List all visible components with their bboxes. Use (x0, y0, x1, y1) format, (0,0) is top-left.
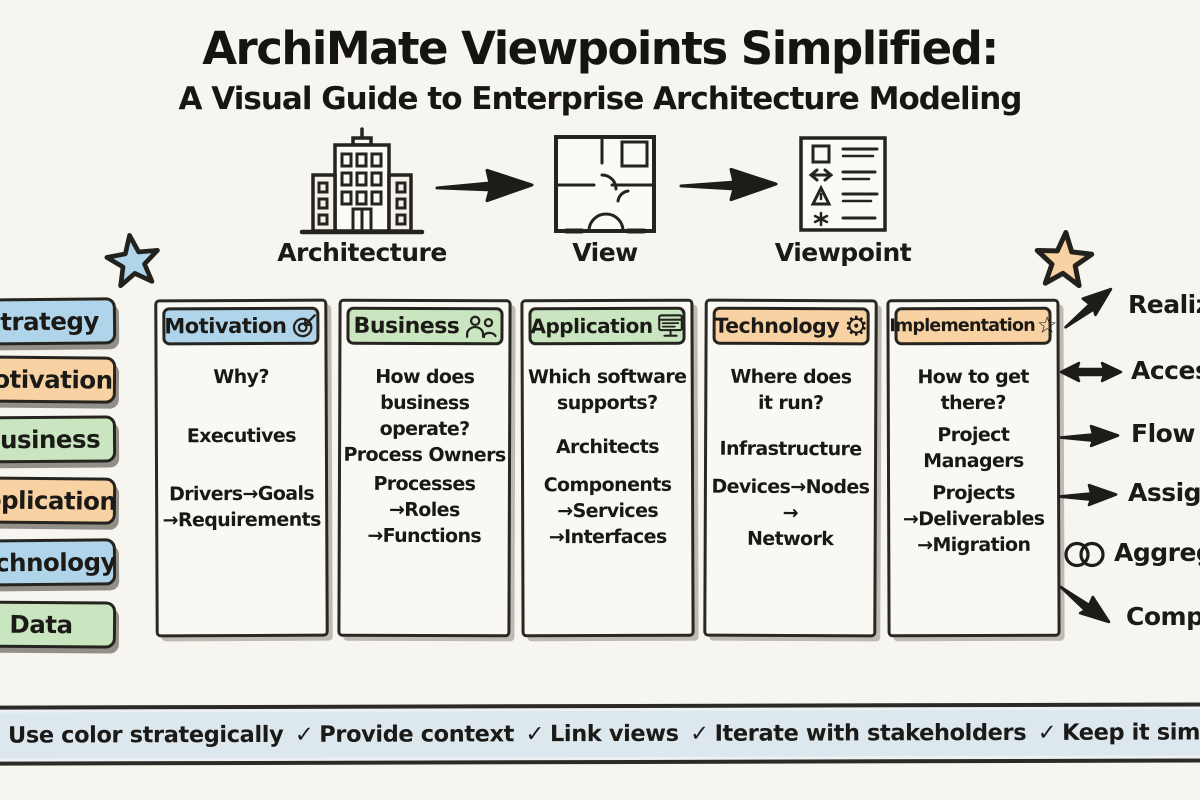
viewpoint-title: Technology (714, 313, 840, 339)
viewpoint-question: How to get there? (917, 365, 1029, 415)
viewpoint-column-motivation: Motivation Why? Executives Drivers→Goals… (154, 298, 329, 638)
arrow-down-right-icon (1059, 585, 1111, 624)
people-icon (464, 314, 497, 338)
page-title: ArchiMate Viewpoints Simplified: (202, 22, 999, 75)
viewpoint-column-application: Application Which software supports? Arc… (520, 298, 695, 638)
monitor-icon (658, 313, 684, 339)
gear-icon: ⚙ (844, 310, 868, 342)
flow-step-viewpoint-label: Viewpoint (774, 238, 912, 267)
relation-label-composition: Composition (1126, 602, 1200, 631)
flow-step-architecture-label: Architecture (277, 238, 447, 267)
viewpoint-stakeholders: Infrastructure (719, 437, 862, 461)
orange-star-icon (1034, 230, 1095, 289)
tip-use-color: Use color strategically (7, 721, 284, 749)
viewpoint-elements: Processes →Roles →Functions (367, 472, 482, 548)
viewpoint-column-implementation: Implementation ☆ How to get there? Proje… (886, 298, 1061, 638)
viewpoint-body: Why? Executives Drivers→Goals →Requireme… (157, 350, 325, 534)
viewpoint-header: Implementation ☆ (889, 306, 1057, 346)
viewpoint-elements: Projects →Deliverables →Migration (902, 481, 1045, 557)
viewpoint-header: Business (346, 306, 504, 346)
arrow-right-icon (679, 167, 778, 202)
viewpoint-question: Which software supports? (527, 365, 687, 415)
floorplan-icon (552, 133, 658, 235)
tip-iterate-stakeholders: ✓Iterate with stakeholders (690, 719, 1027, 747)
viewpoint-body: Which software supports? Architects Comp… (524, 350, 692, 551)
viewpoint-header: Motivation (162, 306, 320, 346)
tip-link-views: ✓Link views (525, 720, 679, 748)
viewpoint-body: Where does it run? Infrastructure Device… (707, 350, 875, 553)
viewpoint-elements: Drivers→Goals →Requirements (162, 482, 321, 532)
arrow-right-icon (435, 168, 534, 203)
target-icon (291, 313, 317, 339)
viewpoint-title: Motivation (164, 313, 287, 339)
arrow-up-right-icon (1064, 287, 1113, 329)
relation-label-flow: Flow — (1131, 419, 1200, 448)
tip-provide-context: ✓Provide context (294, 721, 515, 748)
blue-star-icon (104, 233, 160, 289)
layer-label: Application (0, 485, 117, 516)
page-subtitle: A Visual Guide to Enterprise Architectur… (178, 81, 1023, 117)
layer-badge-data: Data (0, 600, 117, 649)
layer-label: Business (0, 424, 101, 455)
flow-step-view-label: View (572, 238, 638, 267)
viewpoint-elements: Devices→Nodes → Network (711, 475, 870, 551)
viewpoint-question: How does business operate? (375, 365, 475, 441)
relation-label-aggregation: Aggregation (1114, 538, 1200, 567)
viewpoint-header: Technology ⚙ (712, 306, 870, 346)
layer-label: Strategy (0, 306, 100, 337)
checkmark-icon: ✓ (690, 720, 709, 747)
viewpoint-title: Business (353, 313, 460, 339)
overlapping-circles-icon (1064, 541, 1105, 568)
relation-label-realization: Realization (1128, 290, 1200, 319)
layer-badge-technology: Technology (0, 538, 117, 587)
viewpoint-title: Application (530, 313, 653, 339)
layer-label: Motivation (0, 364, 113, 395)
arrow-right-icon (1057, 483, 1118, 507)
viewpoint-body: How does business operate? Process Owner… (341, 350, 509, 550)
checkmark-icon: ✓ (1037, 719, 1057, 746)
viewpoint-stakeholders: Executives (186, 424, 296, 448)
viewpoint-question: Why? (213, 365, 269, 389)
page-header: ArchiMate Viewpoints Simplified: A Visua… (0, 22, 1200, 117)
viewpoint-question: Where does it run? (730, 365, 852, 415)
tips-bar: Use color strategically ✓Provide context… (0, 702, 1200, 766)
viewpoint-column-business: Business How does business operate? Proc… (337, 298, 512, 638)
viewpoint-body: How to get there? Project Managers Proje… (890, 350, 1058, 559)
viewpoint-elements: Components →Services →Interfaces (543, 473, 672, 549)
relation-label-assignment: Assignment (1128, 478, 1200, 507)
layer-label: Data (9, 609, 73, 640)
viewpoint-title: Implementation (889, 315, 1035, 337)
layer-badge-business: Business (0, 415, 117, 464)
viewpoint-stakeholders: Architects (555, 435, 659, 459)
layer-label: Technology (0, 547, 117, 578)
checkmark-icon: ✓ (294, 721, 314, 748)
building-icon (296, 127, 428, 239)
layer-badge-strategy: Strategy (0, 297, 117, 346)
tip-keep-simple: ✓Keep it simple (1037, 719, 1200, 746)
arrow-right-icon (1059, 424, 1120, 448)
viewpoint-header: Application (528, 306, 686, 346)
checkmark-icon: ✓ (525, 721, 544, 748)
viewpoint-stakeholders: Process Owners (343, 443, 506, 467)
layer-badge-application: Application (0, 476, 117, 525)
layer-badge-motivation: Motivation (0, 355, 117, 404)
double-headed-arrow-icon (1059, 361, 1123, 383)
relation-label-access: Access (1131, 356, 1200, 385)
viewpoint-column-technology: Technology ⚙ Where does it run? Infrastr… (703, 298, 878, 638)
viewpoint-stakeholders: Project Managers (923, 423, 1024, 473)
viewpoint-document-icon (795, 134, 891, 234)
